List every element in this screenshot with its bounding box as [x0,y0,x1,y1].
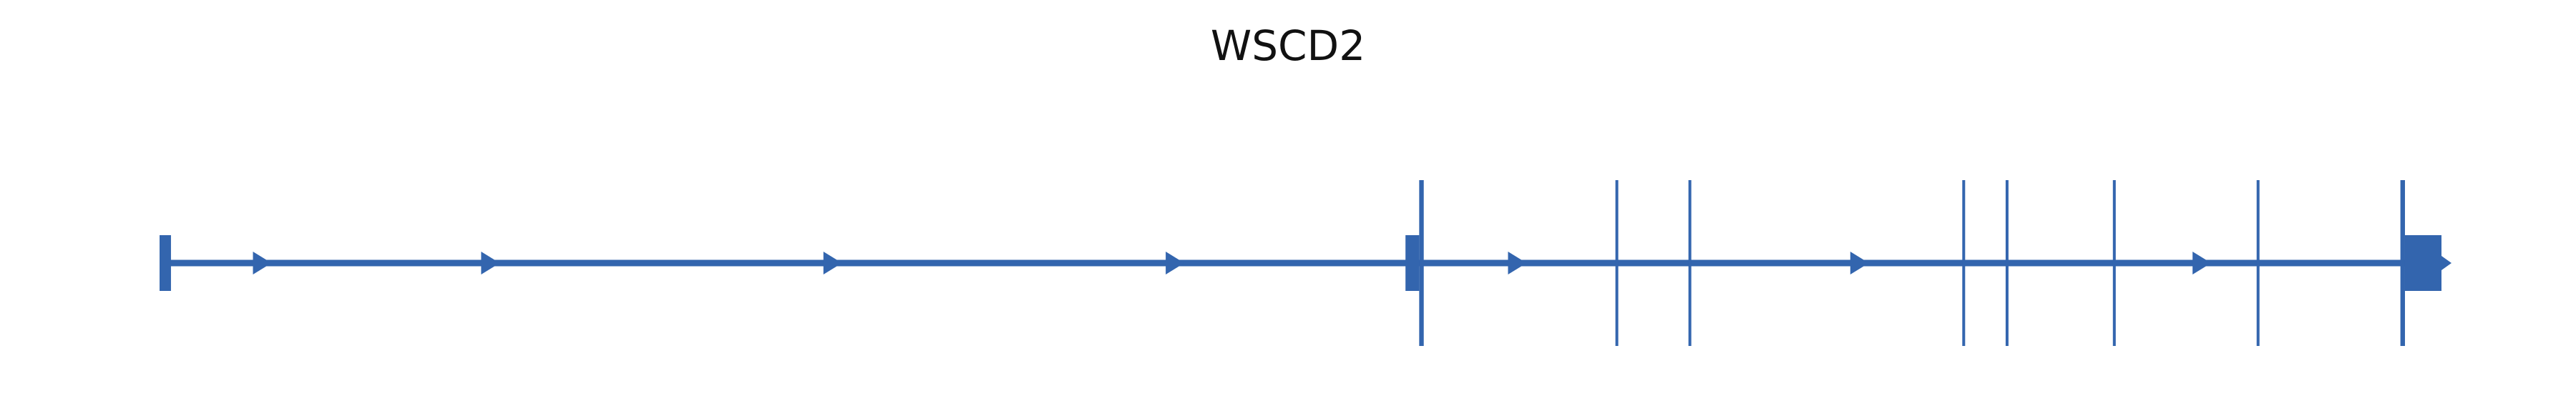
exon-group [160,180,2441,346]
strand-arrow [2192,252,2212,274]
utr-exon [2404,235,2441,291]
strand-arrow [481,252,500,274]
coding-exon [2256,180,2260,346]
strand-arrow [253,252,272,274]
strand-arrow-group [253,252,2451,274]
gene-title: WSCD2 [1210,21,1366,70]
coding-exon [1962,180,1966,346]
coding-exon [1688,180,1692,346]
strand-end-arrow [2441,256,2451,270]
coding-exon [1419,180,1424,346]
utr-exon [160,235,171,291]
coding-exon [2400,180,2405,346]
strand-arrow [823,252,842,274]
utr-exon [1405,235,1420,291]
strand-arrow [1508,252,1527,274]
coding-exon [2005,180,2009,346]
coding-exon [1615,180,1619,346]
strand-arrow [1850,252,1869,274]
coding-exon [2112,180,2116,346]
strand-arrow [1166,252,1185,274]
